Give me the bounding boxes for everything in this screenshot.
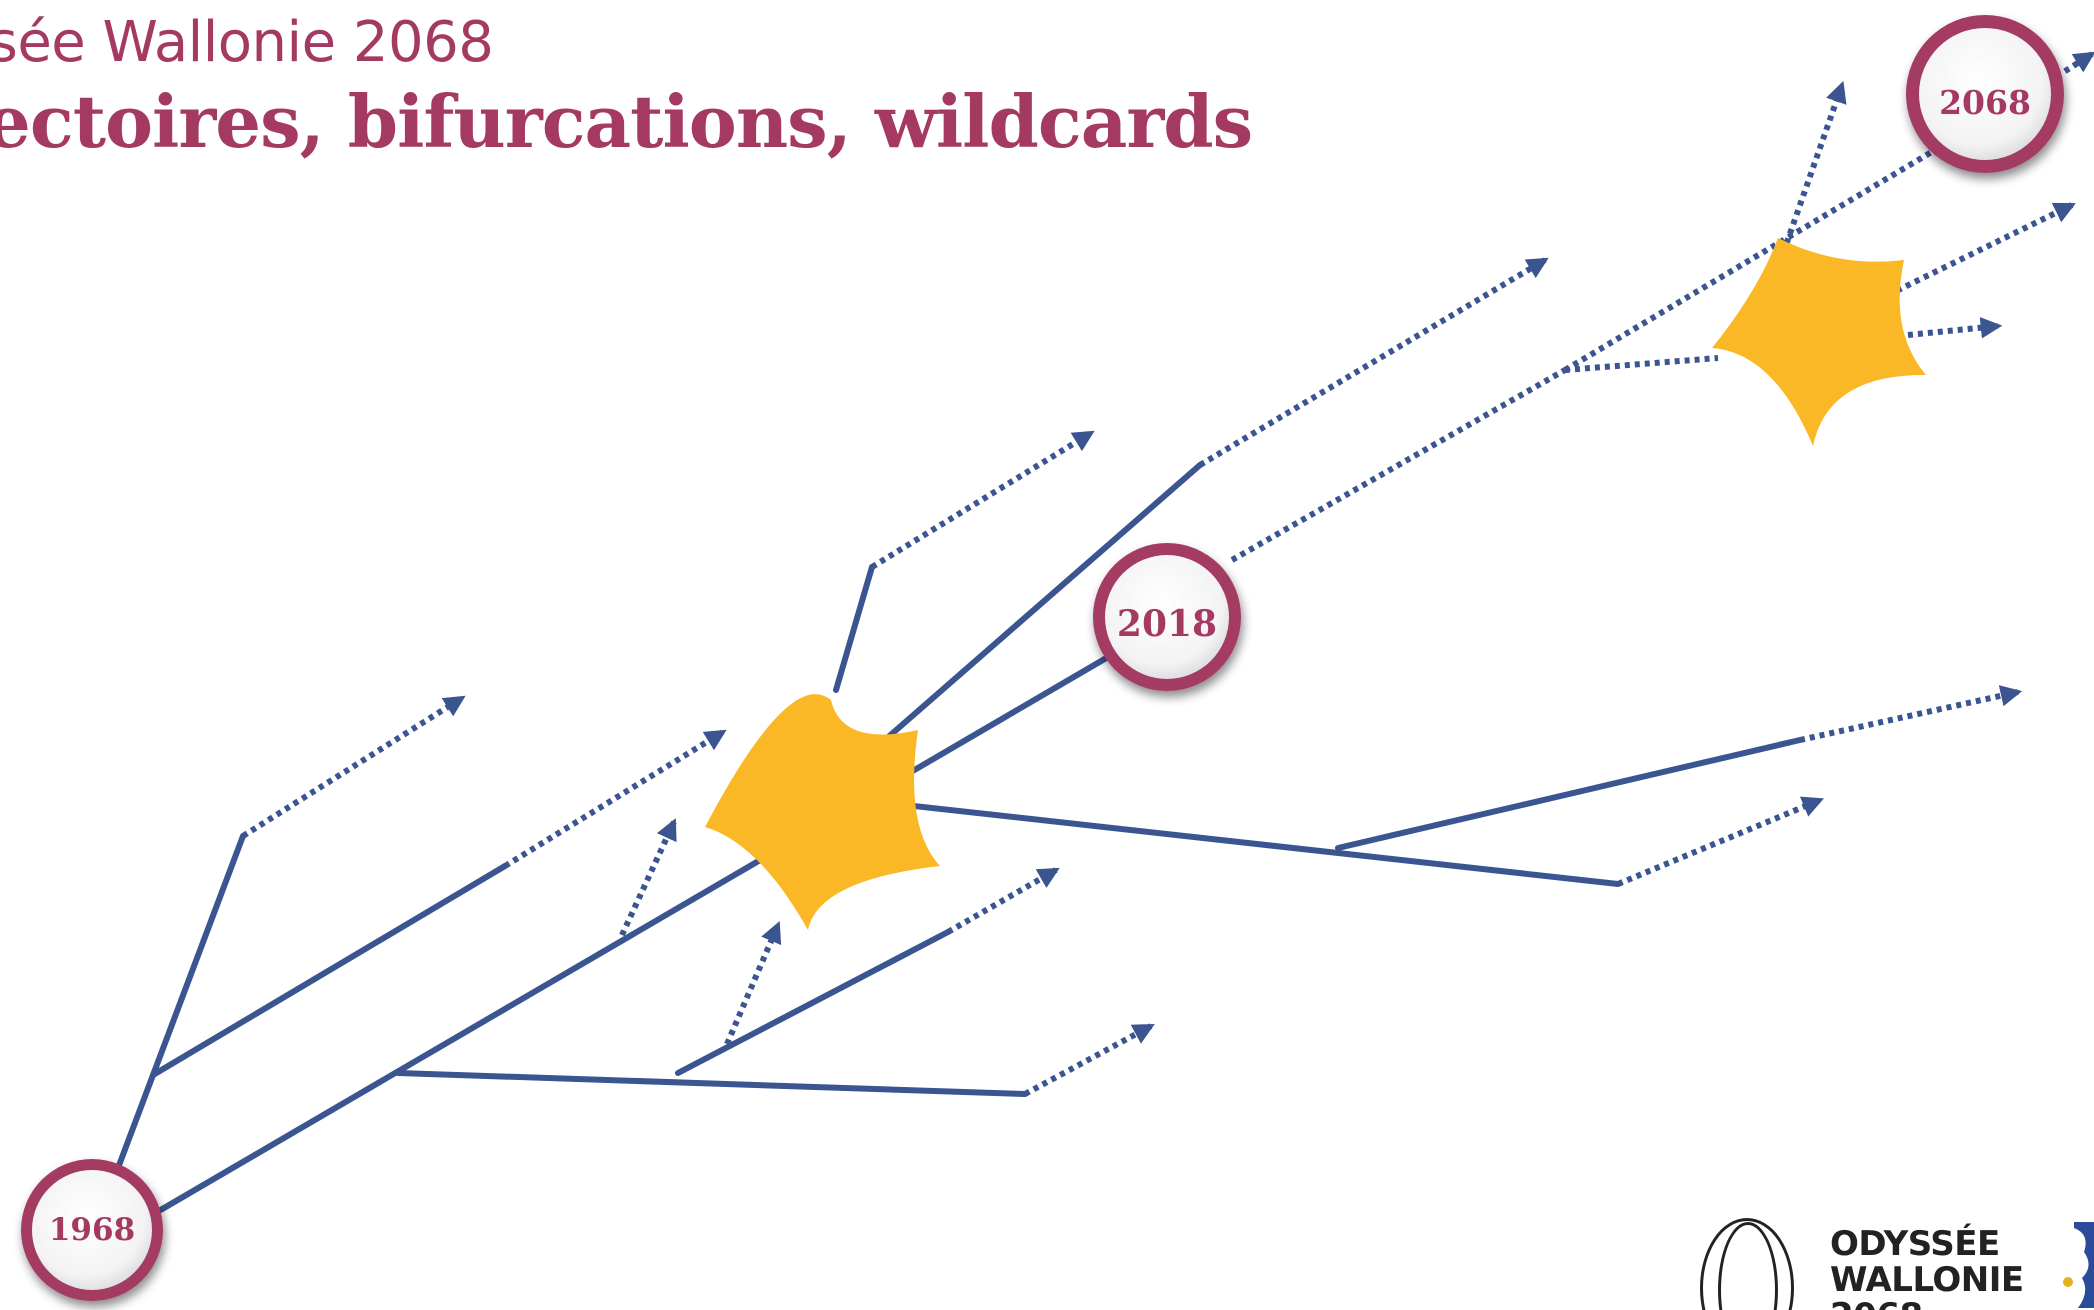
- projection-arrow: [1616, 796, 1824, 887]
- logo-line-1: ODYSSÉE: [1830, 1224, 2000, 1264]
- trajectory-line: [857, 797, 1621, 887]
- trajectory-line: [115, 833, 246, 1171]
- wildcard-star-icon: [1712, 238, 1926, 446]
- crest-icon: [2063, 1222, 2094, 1308]
- projection-arrow: [619, 818, 677, 937]
- node-1968-label: 1968: [49, 1212, 135, 1248]
- projection-arrow: [946, 867, 1060, 935]
- trajectory-line: [675, 929, 951, 1076]
- trajectory-line: [150, 863, 508, 1078]
- projection-arrow: [1023, 1023, 1155, 1097]
- subtitle: ssée Wallonie 2068: [0, 10, 494, 75]
- projection-arrow: [2046, 51, 2094, 85]
- trajectory-line: [1335, 737, 1803, 851]
- title-block: ssée Wallonie 2068 jectoires, bifurcatio…: [0, 8, 1253, 166]
- logo-text: ODYSSÉE WALLONIE 2068: [1830, 1226, 2024, 1310]
- solid-trajectories: [115, 462, 1803, 1218]
- projection-arrow: [1777, 80, 1847, 263]
- projection-arrow: [1897, 316, 2003, 339]
- page-title: jectoires, bifurcations, wildcards: [0, 79, 1253, 164]
- trajectory-line: [395, 1070, 1028, 1097]
- node-2068: [1906, 15, 2064, 173]
- projection-arrow: [724, 921, 782, 1046]
- trajectory-line: [833, 564, 875, 693]
- logo-line-2: WALLONIE: [1830, 1260, 2024, 1300]
- projection-arrow: [241, 695, 466, 839]
- projection-arrow: [1198, 257, 1549, 468]
- node-2068-label: 2068: [1939, 83, 2031, 122]
- wildcard-star-icon: [705, 694, 940, 930]
- node-1968: [21, 1159, 163, 1301]
- dotted-projections: [241, 51, 2094, 1097]
- odyssee-wallonie-logo: ODYSSÉE WALLONIE 2068: [1700, 1218, 2094, 1310]
- projection-arrow: [1563, 147, 1937, 373]
- projection-arrow: [1799, 685, 2023, 743]
- node-2018: [1093, 543, 1241, 691]
- projection-arrow: [1886, 202, 2076, 298]
- projection-arrow: [503, 729, 727, 869]
- node-2018-label: 2018: [1117, 603, 1217, 645]
- logo-line-3: 2068: [1830, 1298, 2024, 1310]
- projection-arrow: [870, 430, 1095, 570]
- trajectory-line: [149, 647, 1123, 1218]
- projection-arrow: [1230, 367, 1567, 563]
